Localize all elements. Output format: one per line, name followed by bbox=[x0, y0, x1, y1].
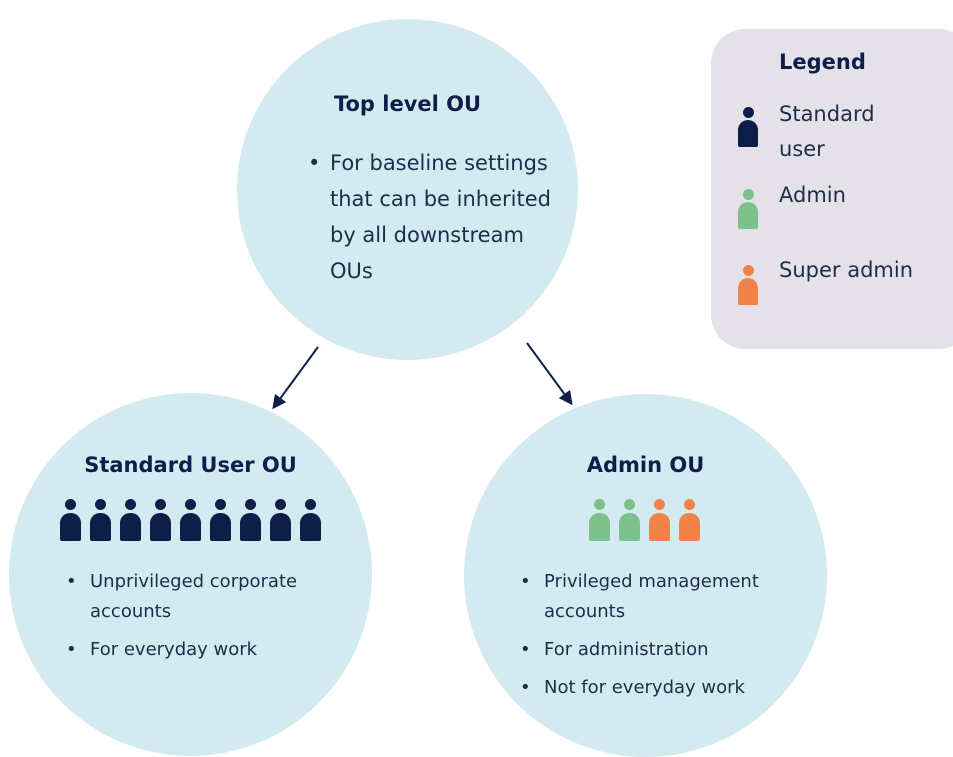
admin-ou-bullets: • Privileged management accounts • For a… bbox=[520, 567, 810, 711]
legend-label: Admin bbox=[779, 183, 846, 207]
admin-ou-title: Admin OU bbox=[586, 453, 705, 477]
bullet-dot: • bbox=[520, 677, 531, 698]
standard-user-ou-circle bbox=[9, 393, 372, 756]
admin-ou-circle bbox=[464, 394, 827, 757]
bullet-text: Not for everyday work bbox=[544, 677, 745, 698]
standard-user-person-icon bbox=[150, 499, 171, 541]
bullet-dot: • bbox=[66, 639, 77, 660]
top-level-ou-title: Top level OU bbox=[333, 92, 482, 116]
standard-user-person-icon bbox=[300, 499, 321, 541]
standard-user-person-icon bbox=[60, 499, 81, 541]
bullet-text: Unprivileged corporate accounts bbox=[90, 571, 298, 622]
standard-user-person-icon bbox=[738, 107, 758, 147]
super-admin-person-icon bbox=[738, 265, 758, 305]
top-level-ou-circle bbox=[237, 19, 578, 360]
bullet-text: Privileged management accounts bbox=[544, 571, 759, 622]
bullet-dot: • bbox=[520, 571, 531, 592]
bullet-dot: • bbox=[520, 639, 531, 660]
standard-user-person-icon bbox=[210, 499, 231, 541]
bullet-text: For administration bbox=[544, 639, 709, 660]
standard-user-person-icon bbox=[90, 499, 111, 541]
legend-label: Super admin bbox=[779, 258, 913, 282]
bullet-item: • Unprivileged corporate accounts bbox=[66, 567, 356, 627]
bullet-item: • For administration bbox=[520, 635, 810, 665]
bullet-text: For baseline settings that can be inheri… bbox=[330, 151, 551, 283]
standard-user-people-row bbox=[60, 499, 321, 541]
standard-user-ou-bullets: • Unprivileged corporate accounts • For … bbox=[66, 567, 356, 673]
bullet-item: • Not for everyday work bbox=[520, 673, 810, 703]
admin-people-row bbox=[589, 499, 700, 541]
standard-user-ou-title: Standard User OU bbox=[84, 453, 297, 477]
bullet-item: • For everyday work bbox=[66, 635, 356, 665]
legend-title: Legend bbox=[779, 50, 866, 74]
admin-person-icon bbox=[589, 499, 610, 541]
bullet-text: For everyday work bbox=[90, 639, 258, 660]
bullet-item: • For baseline settings that can be inhe… bbox=[308, 145, 568, 289]
arrow-to-standard-ou bbox=[272, 346, 319, 410]
bullet-item: • Privileged management accounts bbox=[520, 567, 810, 627]
admin-person-icon bbox=[619, 499, 640, 541]
super-admin-person-icon bbox=[649, 499, 670, 541]
bullet-dot: • bbox=[66, 571, 77, 592]
legend-label: Standard user bbox=[779, 102, 875, 161]
standard-user-person-icon bbox=[180, 499, 201, 541]
arrow-to-admin-ou bbox=[526, 342, 573, 406]
standard-user-person-icon bbox=[120, 499, 141, 541]
super-admin-person-icon bbox=[679, 499, 700, 541]
standard-user-person-icon bbox=[270, 499, 291, 541]
top-level-ou-bullets: • For baseline settings that can be inhe… bbox=[308, 145, 568, 289]
standard-user-person-icon bbox=[240, 499, 261, 541]
bullet-dot: • bbox=[308, 151, 321, 175]
admin-person-icon bbox=[738, 189, 758, 229]
